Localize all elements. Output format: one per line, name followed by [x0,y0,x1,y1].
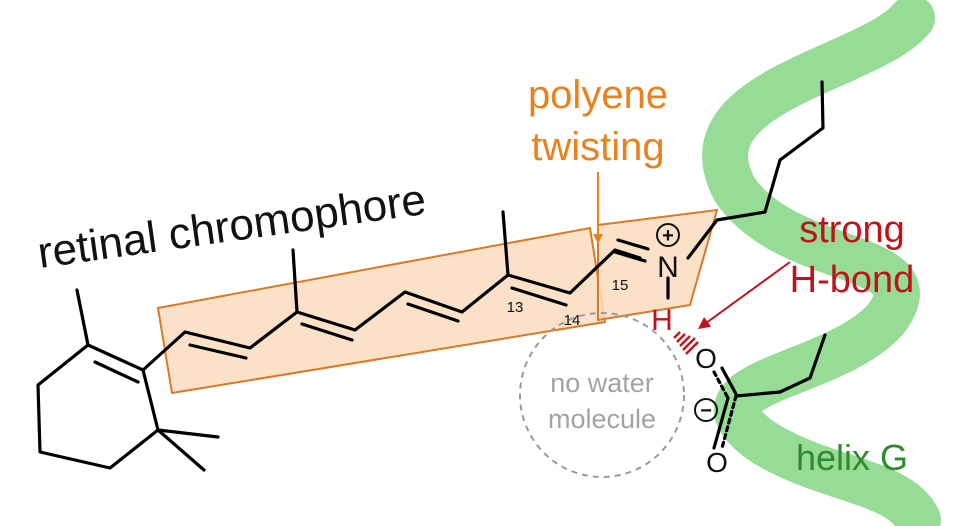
h-bond-arrow [697,261,791,329]
no-water-circle [519,312,685,478]
hydrogen-atom: H [651,304,673,337]
carbon-13-label: 13 [507,299,524,316]
negative-charge-circle [694,398,718,422]
no-water-label-line1: no water [550,368,654,398]
title-retinal-chromophore: retinal chromophore [35,175,429,278]
schiff-base-and-lysine [613,80,825,300]
polyene-label-line2: twisting [531,125,664,169]
polyene-label-line1: polyene [528,73,668,117]
polyene-chain [141,210,642,372]
helix-g-label: helix G [796,437,908,478]
schiff-base-box [597,208,719,322]
carbon-15-label: 15 [612,277,629,294]
nitrogen-atom: N [657,251,679,284]
oxygen-bottom-atom: O [706,447,728,478]
no-water-label-line2: molecule [548,404,656,434]
positive-charge-circle [656,223,680,247]
oxygen-top-atom: O [695,343,717,374]
carbon-14-label: 14 [564,312,581,329]
helix-g-ribbon [702,0,941,526]
hbond-label-line1: strong [799,209,905,251]
carboxylate-group [712,333,827,450]
h-bond-hash [673,331,699,355]
negative-charge-sign: − [700,400,712,422]
hbond-label-line2: H-bond [790,259,915,301]
positive-charge-sign: + [662,225,674,247]
